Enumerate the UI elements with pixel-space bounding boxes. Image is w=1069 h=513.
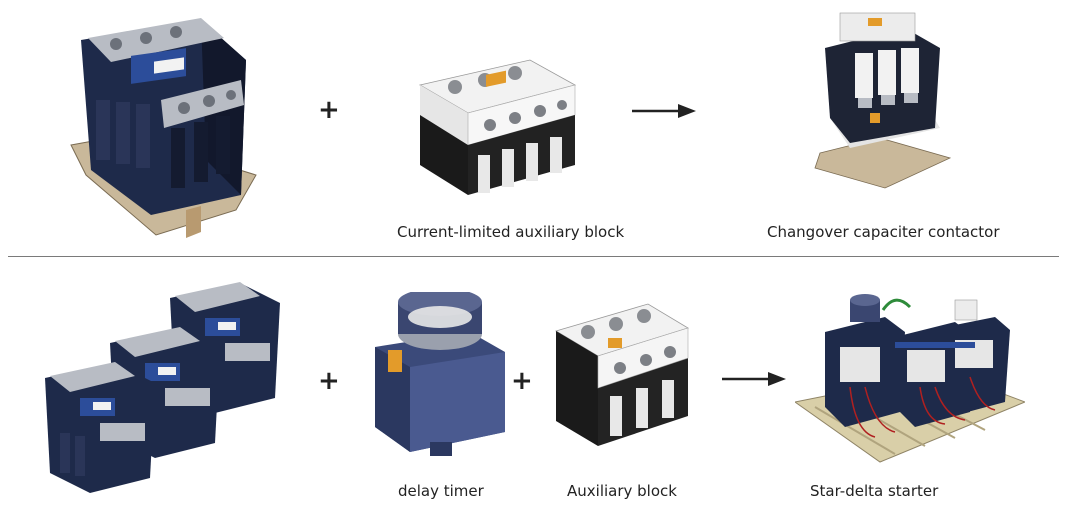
caption-current-limited-auxiliary-block: Current-limited auxiliary block (397, 223, 625, 241)
auxiliary-block-image (410, 55, 580, 205)
delay-timer-image (370, 292, 510, 462)
capacitor-contactor-image (810, 8, 960, 198)
section-divider (8, 256, 1059, 257)
three-contactors-image (40, 278, 285, 493)
plus-operator: + (318, 95, 340, 125)
arrow-right-icon (722, 371, 786, 387)
plus-operator: + (511, 366, 533, 396)
plus-operator: + (318, 366, 340, 396)
contactor-image (66, 10, 266, 245)
caption-changeover-capacitor-contactor: Changover capaciter contactor (767, 223, 1000, 241)
caption-delay-timer: delay timer (398, 482, 484, 500)
arrow-right-icon (632, 103, 696, 119)
auxiliary-block-image (548, 296, 693, 456)
caption-auxiliary-block: Auxiliary block (567, 482, 677, 500)
star-delta-starter-image (795, 292, 1025, 472)
caption-star-delta-starter: Star-delta starter (810, 482, 939, 500)
